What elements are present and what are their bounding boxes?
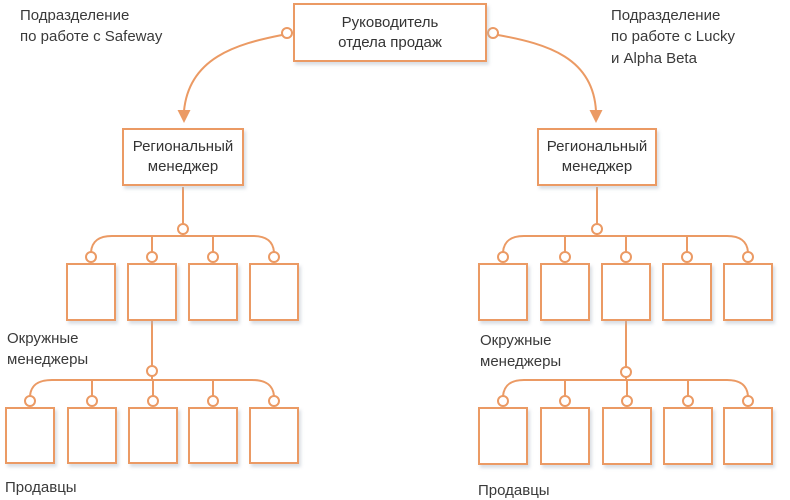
right-district-bracket: [502, 235, 749, 253]
connector-circle: [559, 395, 571, 407]
regional-manager-right-line1: Региональный: [546, 138, 648, 156]
connector-circle: [207, 251, 219, 263]
connector-circle-right-hub2: [620, 366, 632, 378]
curve-to-right-regional: [497, 34, 597, 112]
district-manager-right-box-5: [723, 263, 773, 321]
salesperson-left-box-3: [128, 407, 178, 464]
connector-circle: [268, 395, 280, 407]
left-district-bracket: [90, 235, 275, 253]
district-managers-right-line1: Окружные: [480, 332, 552, 349]
regional-manager-left-box: Региональный менеджер: [122, 128, 244, 186]
district-manager-right-box-1: [478, 263, 528, 321]
division-left-label: Подразделение по работе с Safeway: [20, 5, 162, 48]
connector-circle: [86, 395, 98, 407]
left-sales-bracket: [29, 379, 275, 397]
salespeople-right-text: Продавцы: [478, 482, 550, 499]
connector-circle: [497, 251, 509, 263]
connector-circle: [621, 395, 633, 407]
salesperson-right-box-4: [663, 407, 713, 465]
district-manager-left-box-2: [127, 263, 177, 321]
connector-circle-left-hub1: [177, 223, 189, 235]
salesperson-left-box-1: [5, 407, 55, 464]
regional-manager-left-line1: Региональный: [132, 138, 234, 156]
district-managers-left-line2: менеджеры: [7, 351, 89, 369]
district-manager-left-box-4: [249, 263, 299, 321]
connector-circle: [620, 251, 632, 263]
division-left-line1: Подразделение: [20, 7, 130, 24]
curve-to-left-regional: [183, 34, 283, 112]
salespeople-left-label: Продавцы: [5, 477, 77, 498]
salesperson-right-box-2: [540, 407, 590, 465]
right-sales-bracket: [502, 379, 749, 397]
salespeople-right-label: Продавцы: [478, 480, 550, 500]
salesperson-left-box-2: [67, 407, 117, 464]
district-managers-left-line1: Окружные: [7, 330, 79, 347]
connector-circle: [681, 251, 693, 263]
division-right-line3: и Alpha Beta: [611, 49, 697, 67]
salespeople-left-text: Продавцы: [5, 479, 77, 496]
division-right-label: Подразделение по работе с Lucky и Alpha …: [611, 5, 735, 69]
district-manager-right-box-3: [601, 263, 651, 321]
salesperson-right-box-3: [602, 407, 652, 465]
arrowhead-right-icon: [589, 110, 603, 123]
connector-circle: [85, 251, 97, 263]
connector-circle: [147, 395, 159, 407]
connector-circle: [24, 395, 36, 407]
district-managers-right-line2: менеджеры: [480, 353, 562, 371]
salesperson-left-box-4: [188, 407, 238, 464]
sales-head-line1: Руководитель: [341, 13, 439, 31]
division-right-line1: Подразделение: [611, 7, 721, 24]
connector-circle-head-right: [487, 27, 499, 39]
connector-circle: [268, 251, 280, 263]
salesperson-right-box-1: [478, 407, 528, 465]
connector-circle-right-hub1: [591, 223, 603, 235]
connector-circle: [682, 395, 694, 407]
regional-manager-right-box: Региональный менеджер: [537, 128, 657, 186]
district-manager-left-box-1: [66, 263, 116, 321]
district-manager-right-box-2: [540, 263, 590, 321]
connector-circle: [742, 395, 754, 407]
connector-circle: [559, 251, 571, 263]
sales-head-box: Руководитель отдела продаж: [293, 3, 487, 62]
regional-manager-right-line2: менеджер: [561, 158, 633, 175]
connector-circle: [742, 251, 754, 263]
connector-circle: [207, 395, 219, 407]
sales-head-line2: отдела продаж: [338, 33, 442, 51]
district-managers-left-label: Окружные менеджеры: [7, 328, 88, 371]
division-right-line2: по работе с Lucky: [611, 28, 735, 46]
district-managers-right-label: Окружные менеджеры: [480, 330, 561, 373]
salesperson-left-box-5: [249, 407, 299, 464]
connector-circle: [497, 395, 509, 407]
district-manager-right-box-4: [662, 263, 712, 321]
arrowhead-left-icon: [177, 110, 191, 123]
connector-circle: [146, 251, 158, 263]
connector-circle-left-hub2: [146, 365, 158, 377]
district-manager-left-box-3: [188, 263, 238, 321]
connector-circle-head-left: [281, 27, 293, 39]
regional-manager-left-line2: менеджер: [147, 158, 219, 175]
salesperson-right-box-5: [723, 407, 773, 465]
division-left-line2: по работе с Safeway: [20, 28, 163, 46]
